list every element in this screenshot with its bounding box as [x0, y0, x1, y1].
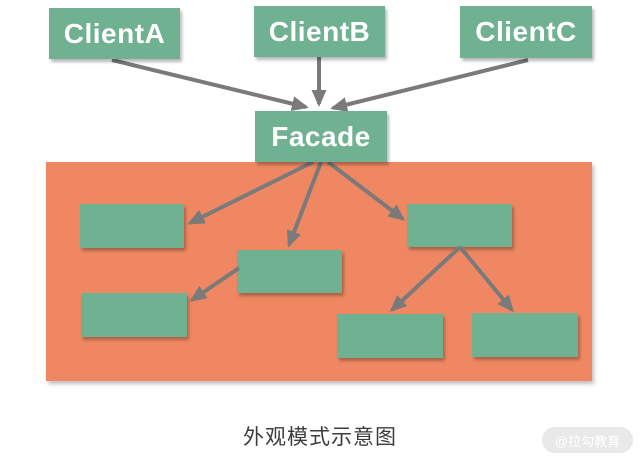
client-c-box: ClientC — [460, 6, 592, 58]
facade-box: Facade — [255, 111, 387, 162]
subsystem-5-box — [337, 314, 443, 358]
client-b-label: ClientB — [268, 15, 371, 47]
arrow-client-c-to-facade — [330, 58, 529, 112]
client-a-box: ClientA — [49, 8, 180, 59]
subsystem-6-box — [472, 313, 578, 357]
subsystem-3-box — [407, 204, 512, 247]
diagram-caption: 外观模式示意图 — [243, 426, 397, 449]
client-a-label: ClientA — [63, 17, 166, 49]
arrow-client-a-to-facade — [111, 58, 309, 111]
subsystem-4-box — [81, 293, 187, 337]
subsystem-1-box — [80, 204, 184, 248]
subsystem-2-box — [237, 250, 342, 293]
client-c-label: ClientC — [475, 16, 577, 47]
watermark-text: @拉勾教育 — [554, 433, 621, 449]
client-b-box: ClientB — [254, 6, 385, 57]
facade-label: Facade — [271, 120, 371, 152]
watermark-badge: @拉勾教育 — [542, 427, 633, 453]
